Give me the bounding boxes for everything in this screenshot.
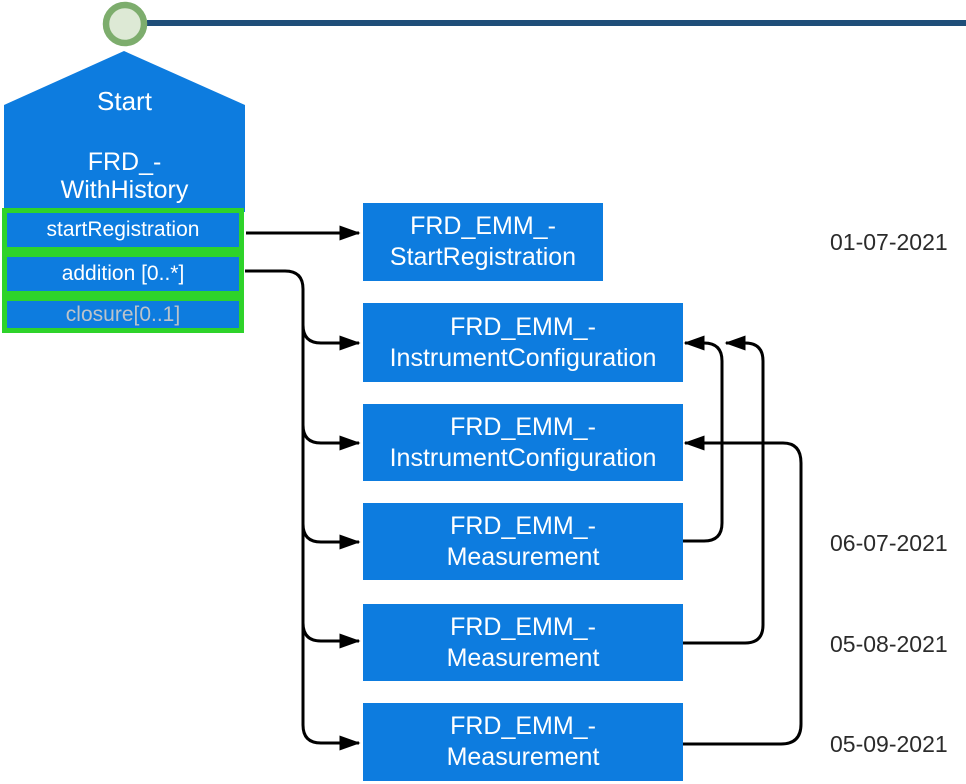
event-box-line2: Measurement xyxy=(446,743,600,771)
event-box-line1: FRD_EMM_- xyxy=(450,712,596,740)
addition-trunk-line xyxy=(245,269,305,725)
event-box-instrument-configuration-2: FRD_EMM_- InstrumentConfiguration xyxy=(363,404,683,481)
start-node-name: FRD_- WithHistory xyxy=(4,148,245,204)
event-box-line2: StartRegistration xyxy=(389,243,577,271)
row-start-registration: startRegistration xyxy=(2,208,244,252)
start-node-name-line1: FRD_- xyxy=(87,148,162,176)
arrow-addition-to-box3 xyxy=(301,424,361,451)
arrow-addition-to-box6 xyxy=(301,724,361,751)
row-addition: addition [0..*] xyxy=(2,252,244,296)
event-box-line2: Measurement xyxy=(446,643,600,672)
event-box-line2: InstrumentConfiguration xyxy=(389,343,657,372)
arrow-addition-to-box2 xyxy=(301,324,361,351)
date-label-measurement-2: 05-08-2021 xyxy=(830,631,948,657)
date-label-measurement-3: 05-09-2021 xyxy=(830,731,948,757)
event-box-line2: Measurement xyxy=(446,542,600,571)
arrow-measurement2-to-instrumentconfiguration1 xyxy=(683,335,765,645)
date-label-measurement-1: 06-07-2021 xyxy=(830,530,948,556)
row-closure: closure[0..1] xyxy=(2,296,244,333)
event-box-line2: InstrumentConfiguration xyxy=(389,443,657,472)
event-box-measurement-3: FRD_EMM_- Measurement xyxy=(363,703,683,781)
event-box-line1: FRD_EMM_- xyxy=(450,511,596,540)
event-box-measurement-1: FRD_EMM_- Measurement xyxy=(363,503,683,580)
date-label-start-registration: 01-07-2021 xyxy=(830,229,948,255)
event-box-line1: FRD_EMM_- xyxy=(450,612,596,641)
arrow-addition-to-box4 xyxy=(301,523,361,550)
start-node-title: Start xyxy=(97,86,152,116)
event-box-measurement-2: FRD_EMM_- Measurement xyxy=(363,604,683,681)
arrow-measurement3-to-instrumentconfiguration2 xyxy=(683,435,803,746)
event-box-line1: FRD_EMM_- xyxy=(450,312,596,341)
event-box-start-registration: FRD_EMM_- StartRegistration xyxy=(363,203,603,281)
timeline-start-marker-circle xyxy=(102,1,148,47)
start-node-name-line2: WithHistory xyxy=(60,176,189,204)
start-node-pentagon xyxy=(4,51,245,212)
event-box-line1: FRD_EMM_- xyxy=(410,212,556,240)
event-box-line1: FRD_EMM_- xyxy=(450,412,596,441)
arrow-addition-to-box5 xyxy=(301,622,361,649)
event-box-instrument-configuration-1: FRD_EMM_- InstrumentConfiguration xyxy=(363,303,683,382)
